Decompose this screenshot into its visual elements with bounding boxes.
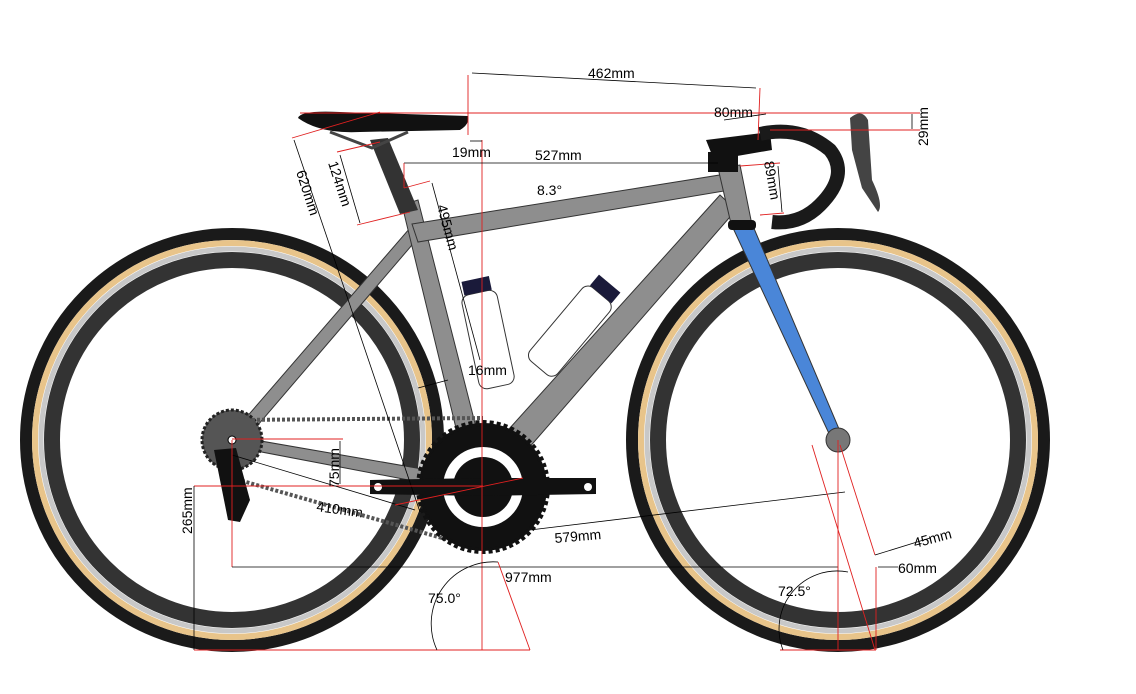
bar-drop-label: 29mm [915,107,931,146]
seatpost [370,138,418,214]
bb-height-label: 265mm [179,487,195,534]
dimension-lines [193,72,931,651]
chain [231,416,484,548]
saddle-height-label: 620mm [293,168,323,217]
chainstay-label: 410mm [316,498,364,520]
wheelbase-label: 977mm [505,569,552,585]
water-bottle-down-tube [527,274,621,377]
effective-top-tube-label: 527mm [535,147,582,163]
head-angle-label: 72.5° [778,583,811,599]
crank-arm [370,478,596,496]
water-bottle-seat-tube [461,276,515,390]
pedal-hole [374,483,382,491]
top-tube-angle-label: 8.3° [537,182,562,198]
headset [728,220,756,230]
stack-head-label: 89mm [761,160,784,201]
saddle-rails [329,130,409,150]
fork-offset-label: 45mm [912,525,954,551]
bb-drop-label: 75mm [326,448,342,487]
trail-label: 60mm [898,560,937,576]
brake-lever [850,113,880,212]
spacers [708,152,738,172]
seatpost-label: 124mm [325,159,355,208]
front-center-label: 579mm [554,526,602,546]
pedal-hole [584,483,592,491]
stem-length-label: 80mm [714,104,753,120]
tube-offset-label: 16mm [468,362,507,378]
seat-angle-label: 75.0° [428,590,461,606]
handlebar [758,124,845,230]
setback-label: 19mm [452,144,491,160]
saddle [298,111,469,133]
reach-top-label: 462mm [588,65,635,81]
